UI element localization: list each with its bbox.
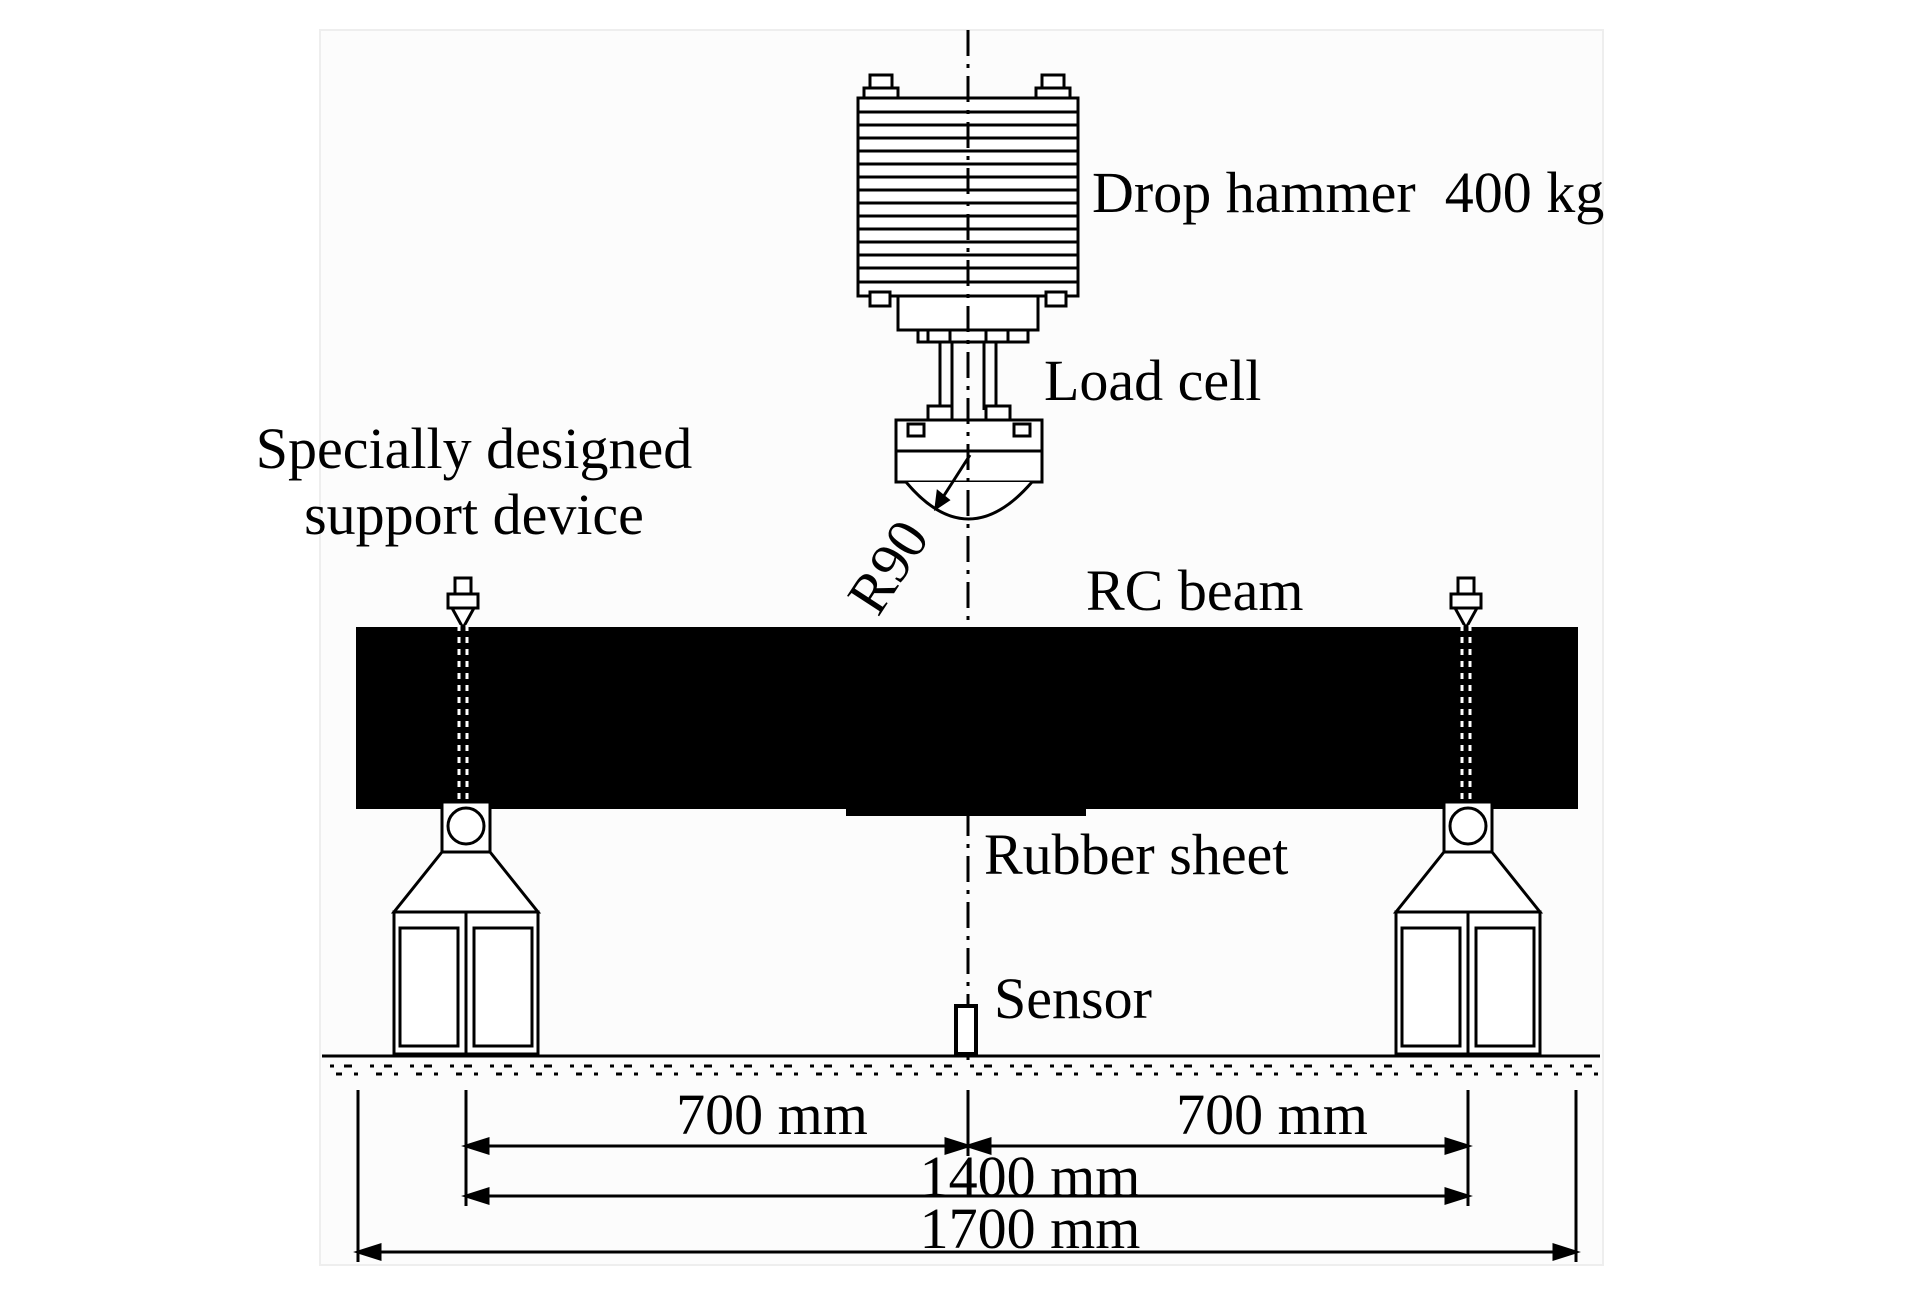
support-right-pedestal-inner-l xyxy=(1400,926,1462,1048)
dim-arrow-right-half-b xyxy=(1444,1136,1473,1156)
support-device-left xyxy=(390,576,542,1056)
support-left-top-washer xyxy=(446,592,480,610)
support-device-right xyxy=(1392,576,1544,1056)
dimension-lines xyxy=(353,1090,1581,1262)
support-left-pedestal-inner-l xyxy=(398,926,460,1048)
dim-label-span: 1400 mm xyxy=(920,1144,1141,1209)
rc-beam-label: RC beam xyxy=(1086,558,1303,623)
dim-arrow-span-b xyxy=(1444,1186,1473,1206)
support-device-label-line2: support device xyxy=(304,482,644,547)
support-left-roller xyxy=(446,806,486,846)
support-left-top-nut xyxy=(453,576,473,596)
dim-arrow-right-half-a xyxy=(963,1136,992,1156)
load-cell-label: Load cell xyxy=(1044,348,1261,413)
load-cell-nut-right xyxy=(984,404,1012,422)
hammer-flange-nut-right xyxy=(984,328,1010,344)
hammer-bottom-bolt-left xyxy=(868,290,892,308)
radius-arrow-head xyxy=(934,489,951,512)
dim-label-left-half: 700 mm xyxy=(676,1082,868,1147)
impact-head-bolt-left xyxy=(906,422,926,438)
support-right-top-washer xyxy=(1449,592,1483,610)
dim-arrow-left-half-b xyxy=(944,1136,973,1156)
impact-head-bolt-right xyxy=(1012,422,1032,438)
support-left-top-cone xyxy=(449,606,477,632)
drop-hammer-label: Drop hammer 400 kg xyxy=(1092,160,1604,225)
support-device-label-line1: Specially designed xyxy=(256,416,693,481)
dim-arrow-span-a xyxy=(461,1186,490,1206)
load-cell xyxy=(894,342,1044,521)
dim-arrow-beam-a xyxy=(353,1242,382,1262)
dim-label-beam: 1700 mm xyxy=(920,1196,1141,1261)
load-cell-nut-left xyxy=(926,404,954,422)
drop-hammer xyxy=(856,73,1080,344)
dim-arrow-beam-b xyxy=(1552,1242,1581,1262)
hammer-flange-nut-left xyxy=(926,328,952,344)
dim-arrow-left-half-a xyxy=(461,1136,490,1156)
sensor xyxy=(954,1004,978,1056)
support-right-top-nut xyxy=(1456,576,1476,596)
hammer-bottom-bolt-right xyxy=(1044,290,1068,308)
sensor-label: Sensor xyxy=(994,966,1152,1031)
support-right-pedestal-inner-r xyxy=(1474,926,1536,1048)
rubber-sheet-label: Rubber sheet xyxy=(984,822,1288,887)
dim-label-right-half: 700 mm xyxy=(1176,1082,1368,1147)
rubber-sheet xyxy=(846,805,1086,816)
support-left-pedestal-inner-r xyxy=(472,926,534,1048)
support-right-roller xyxy=(1448,806,1488,846)
support-right-top-cone xyxy=(1452,606,1480,632)
rc-beam xyxy=(356,627,1578,809)
